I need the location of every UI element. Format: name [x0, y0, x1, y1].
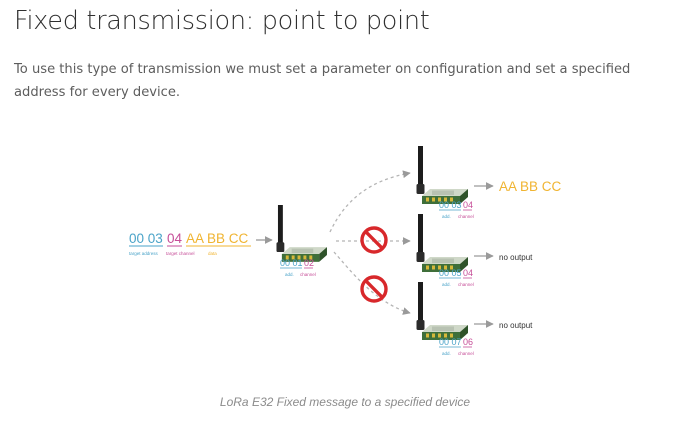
receiver-1-channel-caption: channel — [458, 214, 474, 219]
receiver-3-address-caption: add. — [442, 351, 451, 356]
receiver-2-address: 00 05 — [439, 268, 462, 278]
message-address: 00 03 — [129, 231, 163, 246]
receiver-3-address: 00 07 — [439, 337, 462, 347]
receiver-1-address: 00 03 — [439, 200, 462, 210]
page-description: To use this type of transmission we must… — [14, 62, 631, 100]
message-channel: 04 — [167, 231, 183, 246]
receiver-2-channel-caption: channel — [458, 282, 474, 287]
sender-address: 00 01 — [280, 258, 303, 268]
receiver-2-module-icon — [416, 214, 468, 272]
receiver-2-address-caption: add. — [442, 282, 451, 287]
message-payload-caption: data — [208, 251, 217, 256]
receiver-3-channel-caption: channel — [458, 351, 474, 356]
message-payload: AA BB CC — [186, 231, 249, 246]
sender-channel: 02 — [304, 258, 314, 268]
receiver-2-output: no output — [499, 253, 533, 262]
receiver-3-channel: 06 — [463, 337, 473, 347]
sender-address-caption: add. — [285, 272, 294, 277]
receiver-1-address-caption: add. — [442, 214, 451, 219]
page-title: Fixed transmission: point to point — [14, 6, 430, 36]
message-address-caption: target address — [129, 251, 159, 256]
sender-channel-caption: channel — [300, 272, 316, 277]
receiver-1-module-icon — [416, 146, 468, 204]
sender-module-icon — [276, 205, 327, 262]
path-to-receiver-1 — [329, 170, 411, 233]
receiver-1-channel: 04 — [463, 200, 473, 210]
receiver-3-module-icon — [416, 282, 468, 340]
no-entry-icon — [360, 275, 388, 303]
receiver-3-output: no output — [499, 321, 533, 330]
receiver-1-output: AA BB CC — [499, 179, 562, 194]
no-entry-icon — [360, 226, 388, 254]
receiver-2-channel: 04 — [463, 268, 473, 278]
message-channel-caption: target channel — [166, 251, 195, 256]
path-to-receiver-3 — [333, 251, 411, 315]
figure-caption: LoRa E32 Fixed message to a specified de… — [219, 395, 471, 409]
